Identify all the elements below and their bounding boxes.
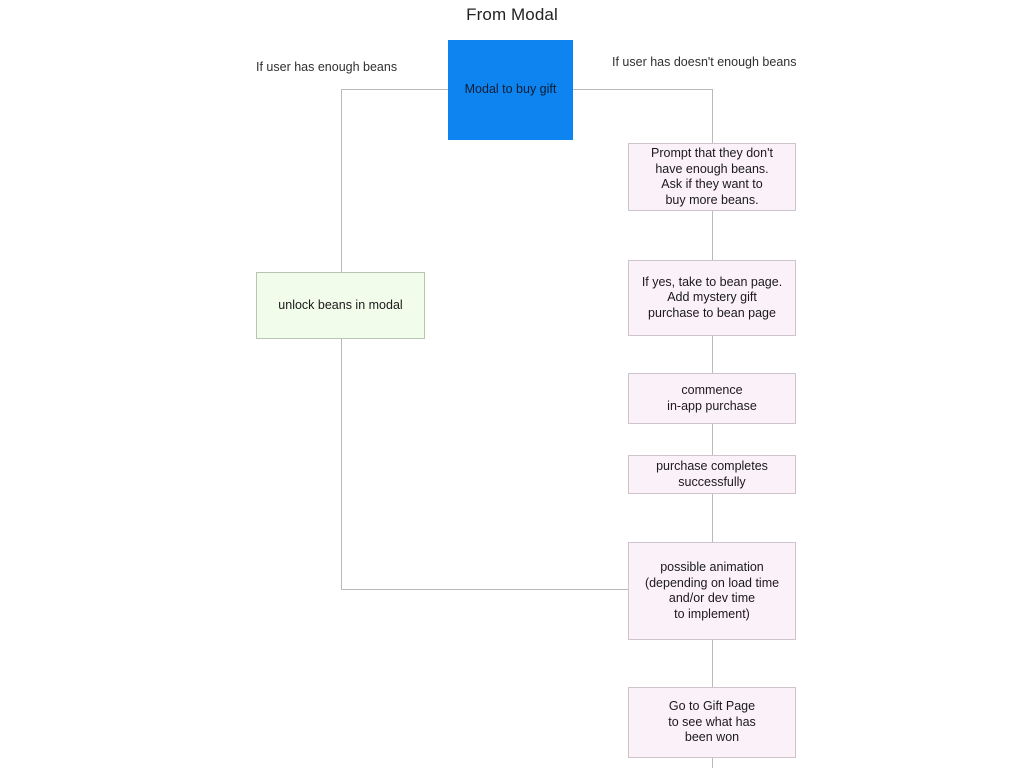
node-modal-to-buy-gift[interactable]: Modal to buy gift: [448, 40, 573, 140]
connector-bean-page-to-commence: [712, 335, 713, 373]
node-prompt-not-enough-beans[interactable]: Prompt that they don't have enough beans…: [628, 143, 796, 211]
node-take-to-bean-page[interactable]: If yes, take to bean page. Add mystery g…: [628, 260, 796, 336]
branch-label-right: If user has doesn't enough beans: [612, 55, 797, 69]
connector-commence-to-completes: [712, 423, 713, 455]
connector-prompt-to-bean-page: [712, 210, 713, 260]
node-purchase-completes[interactable]: purchase completes successfully: [628, 455, 796, 494]
connector-animation-to-gift-page: [712, 639, 713, 687]
connector-modal-to-left-branch: [341, 89, 449, 90]
connector-gift-page-tail: [712, 758, 713, 768]
node-possible-animation[interactable]: possible animation (depending on load ti…: [628, 542, 796, 640]
connector-left-branch-to-animation: [341, 589, 629, 590]
branch-label-left: If user has enough beans: [256, 60, 398, 74]
node-commence-in-app-purchase[interactable]: commence in-app purchase: [628, 373, 796, 424]
node-unlock-beans-in-modal[interactable]: unlock beans in modal: [256, 272, 425, 339]
page-title: From Modal: [466, 5, 558, 24]
connector-completes-to-animation: [712, 493, 713, 542]
node-go-to-gift-page[interactable]: Go to Gift Page to see what has been won: [628, 687, 796, 758]
connector-modal-to-right-branch: [572, 89, 712, 90]
connector-right-branch-to-prompt: [712, 89, 713, 144]
connector-left-branch-vertical: [341, 89, 342, 590]
